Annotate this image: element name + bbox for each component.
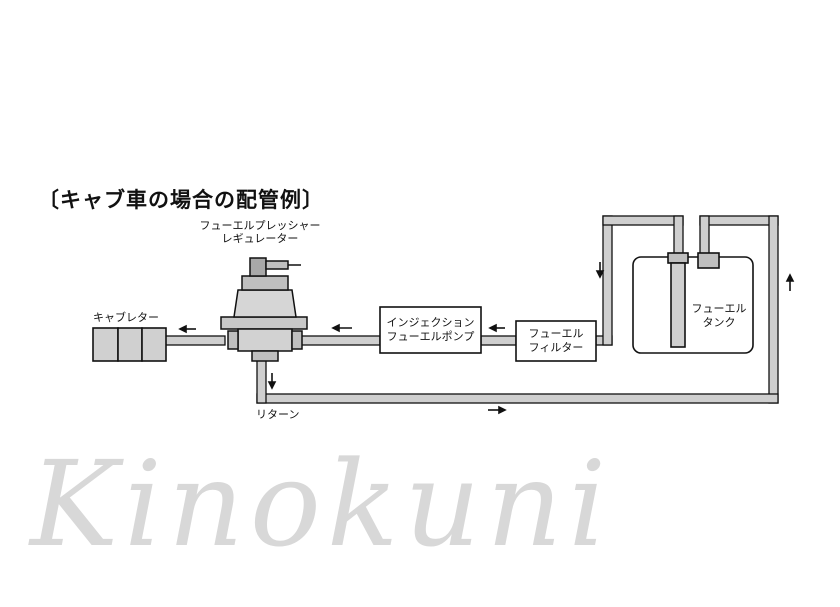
fuel-pipes <box>164 215 779 404</box>
fuel-pressure-regulator <box>220 257 308 362</box>
pump-label-line2: フューエルポンプ <box>386 330 475 343</box>
filter-label-line2: フィルター <box>528 341 584 354</box>
regulator-label-line1: フューエルプレッシャー <box>199 219 321 232</box>
diagram-title: 〔キャブ車の場合の配管例〕 <box>38 188 324 212</box>
carburetor-label: キャブレター <box>93 311 159 324</box>
regulator-label-line2: レギュレーター <box>221 232 299 245</box>
pump-label-line1: インジェクション <box>386 316 475 329</box>
filter-label: フューエル フィルター <box>516 327 596 355</box>
tank-label-line2: タンク <box>702 316 736 329</box>
carburetor <box>92 327 167 362</box>
flow-arrows <box>178 262 795 415</box>
regulator-label: フューエルプレッシャー レギュレーター <box>195 219 325 245</box>
fuel-filter-box <box>515 320 597 362</box>
tank-label-line1: フューエル <box>691 302 747 315</box>
watermark-logo: Kinokuni <box>28 435 612 573</box>
filter-label-line1: フューエル <box>528 327 584 340</box>
fuel-tank <box>632 252 754 354</box>
return-label: リターン <box>256 408 300 421</box>
injection-fuel-pump-box <box>379 306 482 354</box>
pump-label: インジェクション フューエルポンプ <box>380 316 481 344</box>
tank-label: フューエル タンク <box>686 302 752 330</box>
